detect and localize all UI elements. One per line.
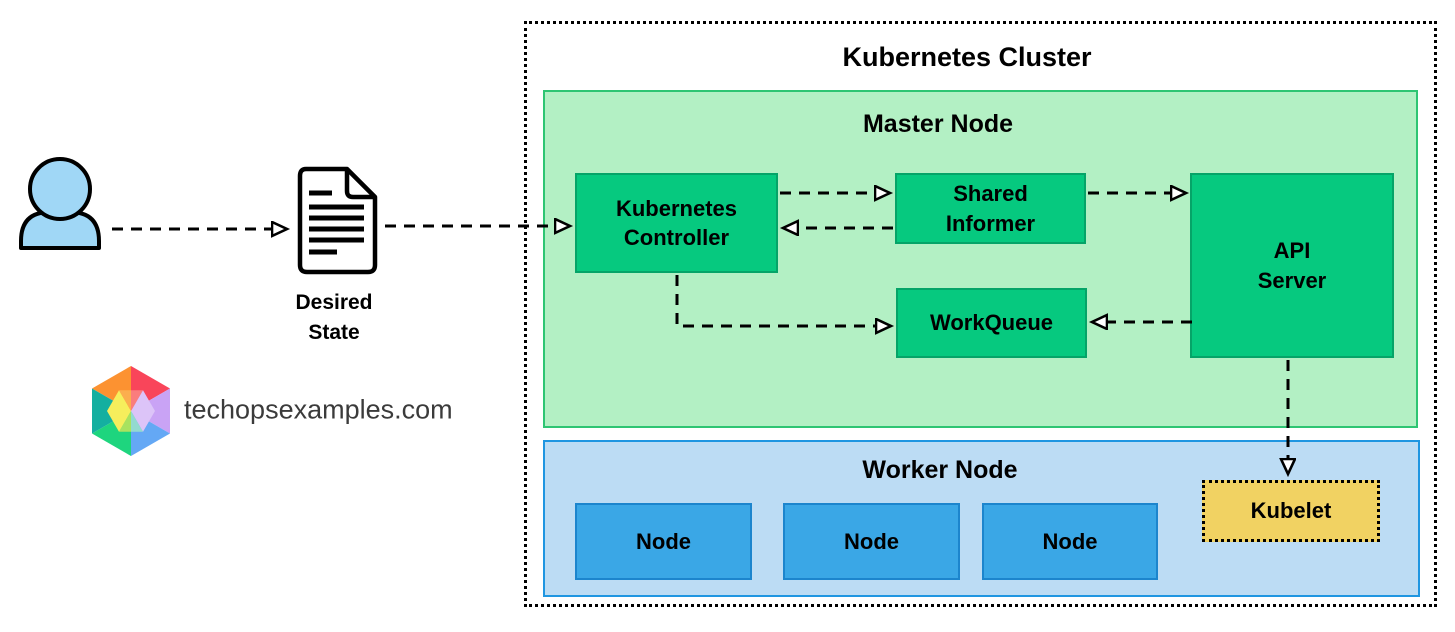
kubernetes-controller-label: Kubernetes Controller (615, 195, 738, 250)
worker-node-1-label: Node (636, 528, 691, 554)
brand-hexagon-logo (92, 366, 170, 456)
worker-node-3-box: Node (982, 503, 1158, 580)
user-icon (19, 157, 101, 250)
desired-state-document-icon (297, 166, 378, 275)
worker-node-1-box: Node (575, 503, 752, 580)
kubelet-box: Kubelet (1202, 480, 1380, 542)
worker-node-title: Worker Node (862, 456, 1018, 484)
shared-informer-label: Shared Informer (945, 181, 1036, 236)
master-node-title: Master Node (862, 110, 1014, 138)
kubernetes-controller-box: Kubernetes Controller (575, 173, 778, 273)
api-server-label: API Server (1257, 238, 1327, 293)
worker-node-3-label: Node (1042, 528, 1098, 554)
workqueue-label: WorkQueue (929, 310, 1054, 336)
shared-informer-box: Shared Informer (895, 173, 1086, 244)
worker-node-2-label: Node (844, 528, 899, 554)
worker-node-2-box: Node (783, 503, 960, 580)
kubelet-label: Kubelet (1250, 498, 1332, 523)
brand-site-label: techopsexamples.com (184, 394, 453, 425)
desired-state-label: Desired State (295, 291, 373, 345)
api-server-box: API Server (1190, 173, 1394, 358)
kubernetes-cluster-title: Kubernetes Cluster (842, 42, 1092, 72)
workqueue-box: WorkQueue (896, 288, 1087, 358)
kubernetes-cluster-boundary (524, 21, 1437, 607)
